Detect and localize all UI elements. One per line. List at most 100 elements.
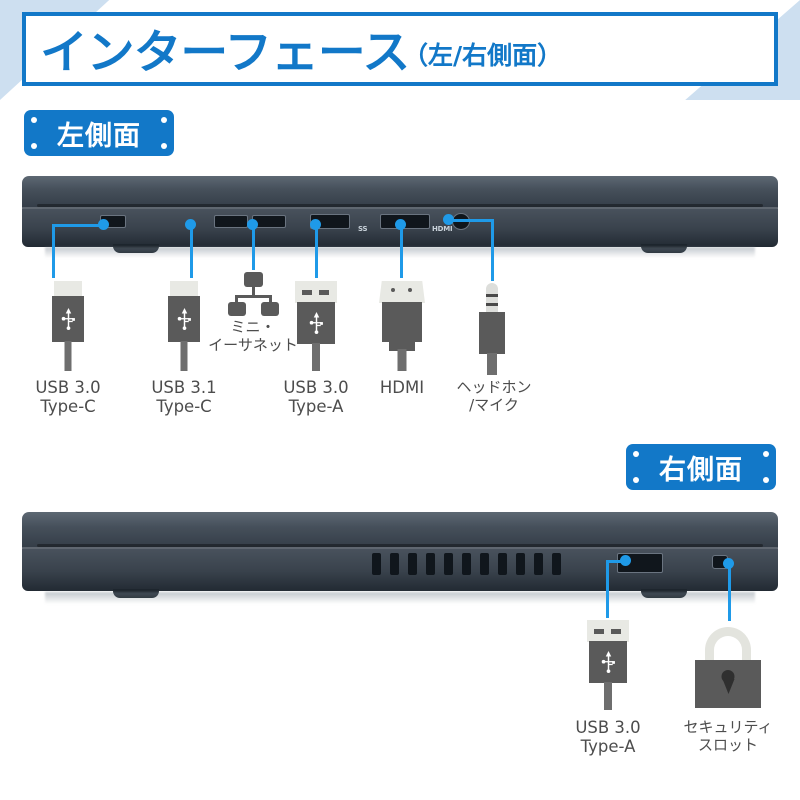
ethernet-node-right	[261, 302, 279, 316]
ethernet-node-top	[244, 272, 263, 287]
screw-dot	[31, 117, 37, 123]
badge-left-side: 左側面	[24, 110, 174, 156]
laptop-right-side-photo	[22, 512, 778, 604]
port-label-hdmi: HDMI	[379, 378, 425, 397]
padlock-shackle	[705, 627, 751, 667]
padlock-keyhole	[721, 670, 735, 683]
vent-slot	[498, 552, 507, 575]
usb-trident-icon	[601, 651, 615, 673]
vent-slot	[534, 552, 543, 575]
connector-tip	[295, 281, 337, 303]
vent-slot	[480, 552, 489, 575]
laptop-lid	[22, 512, 778, 549]
connector-body	[479, 312, 505, 354]
usb-pin	[319, 290, 329, 295]
ethernet-icon	[228, 272, 279, 316]
leader-line-audio-b	[491, 219, 494, 281]
vent-slot	[426, 552, 435, 575]
vent-slot	[444, 552, 453, 575]
usb-trident-icon	[61, 308, 75, 330]
connector-body	[52, 296, 84, 342]
ethernet-link	[252, 287, 255, 296]
jack-tip	[486, 283, 498, 313]
connector-tip	[379, 281, 425, 303]
connector-body	[589, 641, 627, 683]
leader-line-security	[728, 563, 731, 621]
hdmi-pin	[408, 288, 412, 292]
padlock-icon	[695, 627, 761, 709]
hdmi-marking: HDMI	[432, 225, 453, 234]
vent-slot	[372, 552, 381, 575]
vent-slot	[462, 552, 471, 575]
connector-cable	[487, 353, 497, 375]
leader-dot-usb-c-1	[98, 219, 109, 230]
page-title: インターフェース	[40, 25, 410, 79]
usb-pin	[594, 629, 604, 634]
screw-dot	[161, 117, 167, 123]
usb-a-connector-icon-left	[290, 281, 342, 371]
padlock-body	[695, 660, 761, 708]
leader-line-ethernet	[252, 224, 255, 270]
laptop-reflection	[44, 592, 756, 604]
hdmi-pin	[391, 288, 395, 292]
port-label-usb-c-2: USB 3.1 Type-C	[151, 378, 217, 416]
usb-c-connector-icon-2	[162, 281, 206, 371]
vent-slot	[390, 552, 399, 575]
connector-collar	[389, 341, 415, 351]
badge-right-label: 右側面	[659, 454, 743, 486]
laptop-base	[22, 546, 778, 592]
screw-dot	[763, 477, 769, 483]
usb-a-connector-icon-right	[582, 620, 634, 710]
connector-cable	[397, 349, 407, 371]
page-subtitle: （左/右側面）	[402, 41, 563, 70]
screw-dot	[31, 143, 37, 149]
connector-cable	[604, 682, 612, 710]
page-header: インターフェース （左/右側面）	[0, 0, 800, 100]
leader-line-usb-a-right	[606, 560, 609, 618]
badge-left-label: 左側面	[57, 120, 141, 152]
vent-slot	[408, 552, 417, 575]
connector-tip	[587, 620, 629, 642]
jack-ring	[486, 303, 498, 306]
usb-trident-icon	[177, 308, 191, 330]
leader-line-audio	[448, 219, 494, 222]
usb-pin	[611, 629, 621, 634]
laptop-lid	[22, 176, 778, 209]
port-label-audio: ヘッドホン /マイク	[456, 378, 532, 414]
port-label-usb-a-left: USB 3.0 Type-A	[283, 378, 349, 416]
usb-c-connector-icon-1	[46, 281, 90, 371]
port-label-usb-a-right: USB 3.0 Type-A	[575, 718, 641, 756]
leader-line-usb-c-2	[190, 224, 193, 278]
connector-tip	[170, 281, 198, 297]
ethernet-node-left	[228, 302, 246, 316]
ethernet-link	[235, 295, 238, 303]
vent-slot	[516, 552, 525, 575]
title-box: インターフェース （左/右側面）	[22, 12, 778, 86]
superspeed-marking: SS	[358, 225, 368, 234]
laptop-foot	[641, 244, 688, 254]
ethernet-link	[269, 295, 272, 303]
connector-tip	[54, 281, 82, 297]
screw-dot	[633, 451, 639, 457]
leader-line-usb-c-1	[52, 224, 100, 227]
connector-body	[168, 296, 200, 342]
connector-body	[382, 302, 422, 342]
connector-cable	[180, 341, 188, 371]
laptop-foot	[112, 589, 159, 599]
laptop-foot	[112, 244, 159, 254]
hdmi-connector-icon	[374, 281, 430, 371]
ethernet-bus	[235, 295, 272, 298]
leader-line-usb-c-1b	[52, 224, 55, 278]
connector-body	[297, 302, 335, 344]
port-label-security: セキュリティ スロット	[683, 718, 773, 754]
connector-cable	[312, 343, 320, 371]
jack-ring	[486, 294, 498, 297]
screw-dot	[633, 477, 639, 483]
usb-pin	[302, 290, 312, 295]
usb-trident-icon	[309, 312, 323, 334]
laptop-foot	[641, 589, 688, 599]
leader-line-usb-a-right-b	[606, 560, 626, 563]
vent-slot	[552, 552, 561, 575]
port-usb-c-2	[214, 215, 248, 229]
screw-dot	[161, 143, 167, 149]
